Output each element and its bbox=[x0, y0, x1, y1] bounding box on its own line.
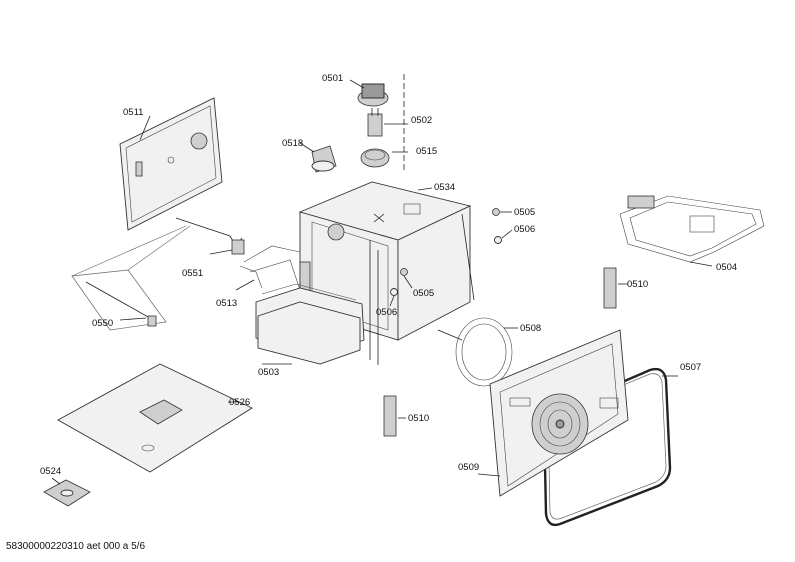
part-0510-hinge-right bbox=[603, 267, 628, 309]
label-0502: 0502 bbox=[411, 115, 432, 126]
label-0509: 0509 bbox=[458, 462, 479, 473]
part-0513-bottom-heater bbox=[235, 245, 301, 291]
part-0508-fan-heater bbox=[437, 317, 518, 387]
part-0511-rear-panel bbox=[119, 97, 223, 231]
label-0506-inner: 0506 bbox=[376, 307, 397, 318]
label-0505-inner: 0505 bbox=[413, 288, 434, 299]
label-0505-top: 0505 bbox=[514, 207, 535, 218]
part-0501-thermostat bbox=[349, 74, 405, 170]
part-0503-trays bbox=[255, 283, 365, 365]
part-0526-insulation-mat bbox=[57, 363, 253, 473]
part-0506-washer-inner bbox=[389, 288, 398, 307]
part-0506-washer-top bbox=[494, 229, 513, 244]
label-0518: 0518 bbox=[282, 138, 303, 149]
part-0550-probe-detail bbox=[71, 225, 191, 331]
label-0524: 0524 bbox=[40, 466, 61, 477]
part-0509-back-wall bbox=[477, 329, 629, 497]
part-0551-sensor bbox=[175, 217, 245, 255]
part-0504-grill-heater bbox=[619, 195, 765, 267]
label-0515: 0515 bbox=[416, 146, 437, 157]
part-0510-hinge-left bbox=[383, 395, 406, 437]
label-0551: 0551 bbox=[182, 268, 203, 279]
label-0503: 0503 bbox=[258, 367, 279, 378]
part-0502-switch bbox=[367, 108, 408, 137]
label-0508: 0508 bbox=[520, 323, 541, 334]
part-0515-seal-ring bbox=[360, 148, 408, 168]
label-0501: 0501 bbox=[322, 73, 343, 84]
part-0534-oven-cavity bbox=[298, 181, 475, 365]
label-0506-top: 0506 bbox=[514, 224, 535, 235]
label-0510-left: 0510 bbox=[408, 413, 429, 424]
document-reference-footer: 58300000220310 aet 000 a 5/6 bbox=[6, 541, 146, 552]
part-0518-lamp bbox=[299, 142, 337, 173]
label-0550: 0550 bbox=[92, 318, 113, 329]
label-0534: 0534 bbox=[434, 182, 455, 193]
label-0504: 0504 bbox=[716, 262, 737, 273]
label-0513: 0513 bbox=[216, 298, 237, 309]
part-0524-pad bbox=[43, 477, 91, 507]
label-0511: 0511 bbox=[123, 107, 143, 118]
label-0526: 0526 bbox=[229, 397, 250, 408]
part-0507-door-seal bbox=[542, 367, 678, 527]
label-0510-right: 0510 bbox=[627, 279, 648, 290]
label-0507: 0507 bbox=[680, 362, 701, 373]
part-0505-screw-top bbox=[492, 208, 512, 216]
part-0505-screw-inner bbox=[400, 268, 413, 289]
